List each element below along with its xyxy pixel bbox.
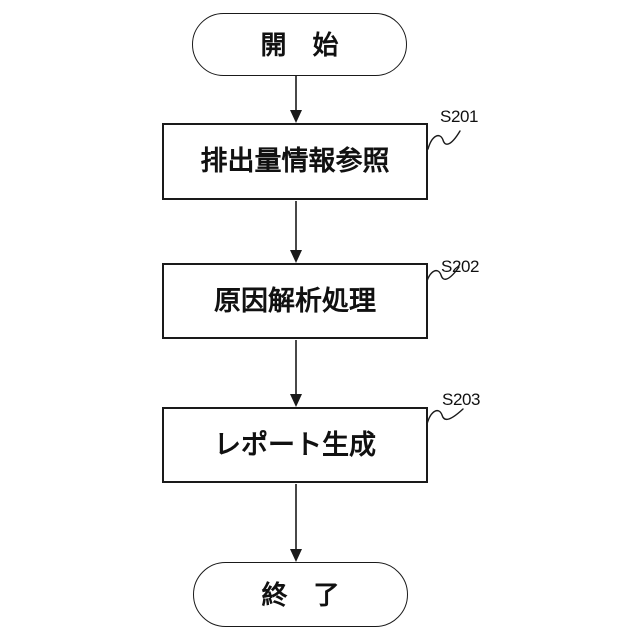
step-tag-s203: S203 [442,390,481,409]
arrowhead-down-icon [290,394,302,407]
process-node-s201: 排出量情報参照 [162,123,428,200]
arrowhead-down-icon [290,250,302,263]
process-label-s202: 原因解析処理 [214,285,376,316]
arrowhead-down-icon [290,110,302,123]
end-label: 終 了 [261,579,340,610]
step-tag-s201: S201 [440,107,479,126]
leader-squiggle-s201 [427,130,461,150]
terminal-start-node: 開 始 [192,13,407,76]
process-node-s203: レポート生成 [162,407,428,483]
process-label-s201: 排出量情報参照 [200,146,390,176]
terminal-end-node: 終 了 [193,562,408,627]
start-label: 開 始 [260,29,339,60]
process-node-s202: 原因解析処理 [162,263,428,339]
leader-squiggle-s203 [426,408,464,425]
process-label-s203: レポート生成 [214,429,376,460]
step-tag-s202: S202 [441,257,480,276]
arrowhead-down-icon [290,549,302,562]
